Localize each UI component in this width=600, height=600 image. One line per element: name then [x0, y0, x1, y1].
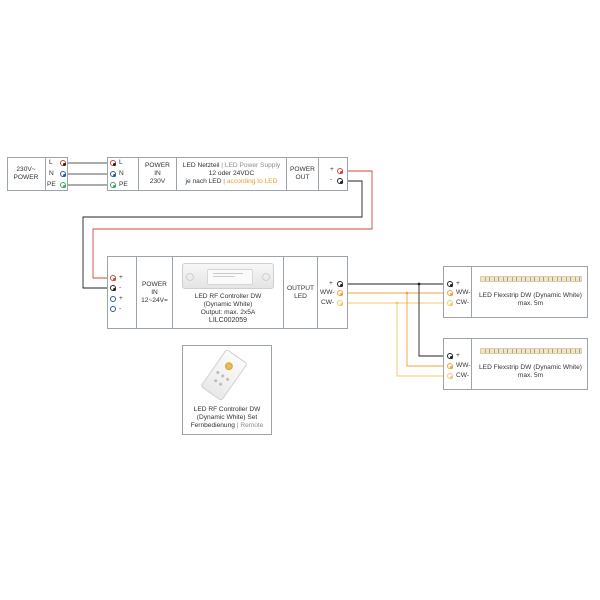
led-strip-2-label: LED Flexstrip DW (Dynamic White) max. 5m: [479, 364, 582, 379]
mains-title: 230V~POWER: [13, 166, 39, 181]
wire-ww-strip2: [406, 293, 447, 367]
wire-positive-feed: [92, 170, 373, 279]
led-strip-1-label: LED Flexstrip DW (Dynamic White) max. 5m: [479, 292, 582, 307]
psu-description: LED Netzteil | LED Power Supply 12 oder …: [182, 162, 281, 185]
controller-description: LED RF Controller DW (Dynamic White) Out…: [194, 293, 262, 324]
strip2-label-cw: CW-: [456, 372, 470, 379]
controller-in-terminal-minus-2: [110, 306, 116, 312]
psu-main-section: LED Netzteil | LED Power Supply 12 oder …: [176, 158, 286, 190]
strip2-terminal-ww: [447, 363, 453, 369]
strip2-terminal-plus: [447, 353, 453, 359]
wire-cw-strip2: [396, 303, 447, 377]
psu-in-terminal-n: [110, 171, 116, 177]
mains-terminal-n: [60, 171, 66, 177]
strip1-label-ww: WW-: [456, 289, 471, 296]
led-strip-1-box: LED Flexstrip DW (Dynamic White) max. 5m: [443, 266, 588, 318]
controller-device-image: [182, 263, 274, 289]
mains-terminal-l: [60, 160, 66, 166]
psu-in-label-n: N: [119, 170, 124, 177]
strip1-label-plus: +: [456, 280, 460, 287]
junction-cw: [395, 301, 399, 305]
controller-in-label-plus: +: [119, 274, 123, 281]
remote-box: LED RF Controller DW (Dynamic White) Set…: [182, 345, 272, 435]
remote-device-image: [200, 348, 248, 402]
mains-terminal-label-pe: PE: [47, 181, 56, 188]
psu-in-label-l: L: [119, 159, 123, 166]
wire-negative-feed: [82, 180, 363, 289]
controller-in-terminal-minus: [110, 285, 116, 291]
strip2-label-plus: +: [456, 352, 460, 359]
strip1-label-cw: CW-: [456, 299, 470, 306]
controller-out-label-cw: CW-: [321, 299, 335, 306]
controller-in-label-minus-2: -: [119, 305, 122, 312]
controller-out-terminal-ww: [337, 290, 343, 296]
remote-description: LED RF Controller DW (Dynamic White) Set…: [190, 406, 264, 429]
controller-in-terminal-plus: [110, 275, 116, 281]
psu-out-terminal-minus: [337, 178, 343, 184]
controller-in-label-plus-2: +: [119, 295, 123, 302]
mains-terminal-label-n: N: [49, 170, 54, 177]
controller-out-terminal-plus: [337, 281, 343, 287]
psu-out-label-minus: -: [330, 176, 333, 183]
mains-box: 230V~POWER: [7, 157, 68, 191]
led-strip-1-image: [479, 276, 582, 282]
psu-out-label-plus: +: [330, 166, 334, 173]
strip2-label-ww: WW-: [456, 362, 471, 369]
psu-out-terminal-plus: [337, 168, 343, 174]
led-strip-2-image: [479, 348, 582, 354]
led-strip-2-box: LED Flexstrip DW (Dynamic White) max. 5m: [443, 338, 588, 390]
psu-in-label-pe: PE: [119, 181, 128, 188]
strip1-terminal-cw: [447, 300, 453, 306]
controller-main-section: LED RF Controller DW (Dynamic White) Out…: [172, 257, 283, 328]
controller-out-label-plus: +: [329, 280, 333, 287]
junction-ww: [405, 291, 409, 295]
psu-in-terminal-pe: [110, 182, 116, 188]
mains-terminal-pe: [60, 182, 66, 188]
strip2-terminal-cw: [447, 373, 453, 379]
mains-terminal-label-l: L: [49, 159, 53, 166]
controller-in-terminal-plus-2: [110, 296, 116, 302]
psu-in-terminal-l: [110, 160, 116, 166]
junction-plus: [417, 282, 421, 286]
controller-out-label-ww: WW-: [320, 289, 335, 296]
strip1-terminal-ww: [447, 290, 453, 296]
wire-plus-strip2: [418, 284, 447, 357]
controller-in-label-minus: -: [119, 284, 122, 291]
strip1-terminal-plus: [447, 281, 453, 287]
controller-out-terminal-cw: [337, 300, 343, 306]
